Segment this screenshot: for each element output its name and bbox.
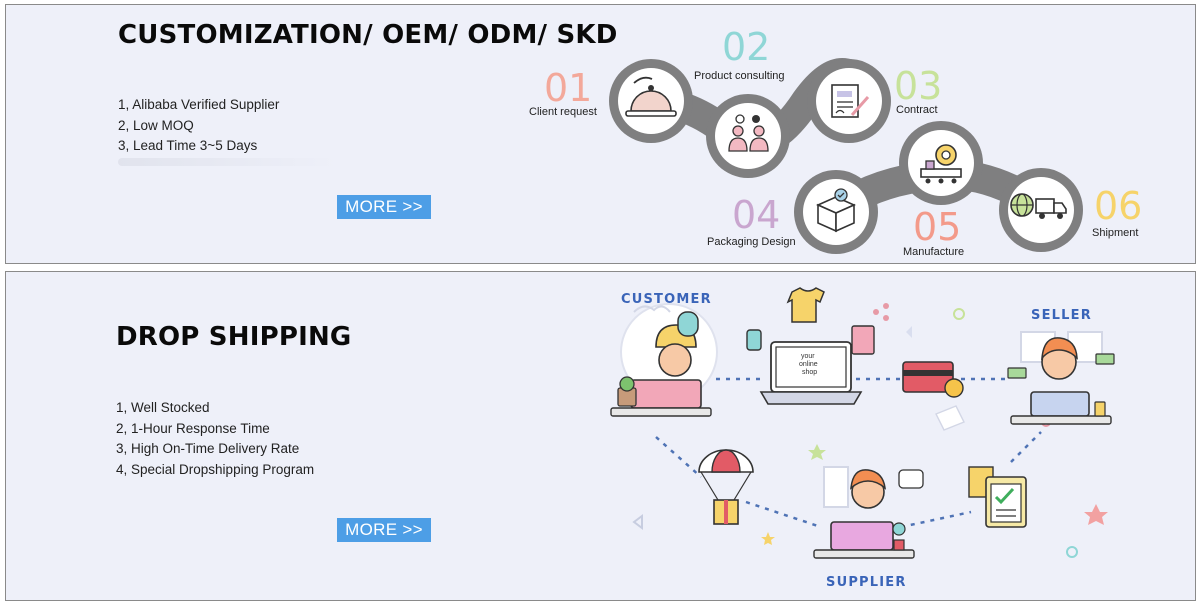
shop-text-line: your — [801, 353, 815, 360]
customer-illustration: CUSTOMER — [610, 292, 718, 417]
contract-document-icon — [831, 84, 870, 118]
feature-item: 2, 1-Hour Response Time — [116, 420, 270, 436]
feature-list: 1, Well Stocked 2, 1-Hour Response Time … — [116, 398, 314, 480]
drop-shipping-banner: DROP SHIPPING 1, Well Stocked 2, 1-Hour … — [5, 271, 1196, 601]
credit-card-icon — [902, 361, 965, 431]
tshirt-icon — [786, 287, 825, 323]
feature-item: 2, Low MOQ — [118, 117, 194, 133]
phone-icon — [746, 329, 762, 351]
banner-title: DROP SHIPPING — [116, 322, 352, 352]
banner-title: CUSTOMIZATION/ OEM/ ODM/ SKD — [118, 20, 618, 50]
process-flow-diagram: 01 Client request 02 Product consulting … — [529, 25, 1142, 258]
decorative-sparkles — [632, 308, 1108, 558]
step-number-06: 06 — [1094, 184, 1142, 228]
step-circle-05 — [899, 121, 983, 205]
more-button[interactable]: MORE >> — [337, 195, 431, 219]
step-number-04: 04 — [732, 193, 780, 237]
feature-item: 1, Alibaba Verified Supplier — [118, 97, 280, 112]
dropship-flow-diagram: CUSTOMER your online shop — [610, 287, 1115, 590]
step-label-03: Contract — [896, 104, 938, 116]
feature-item: 4, Special Dropshipping Program — [116, 461, 315, 477]
online-shop-laptop: your online shop — [746, 287, 889, 405]
more-button[interactable]: MORE >> — [337, 518, 431, 542]
speech-bubble-icon — [677, 311, 699, 337]
service-bell-icon — [625, 76, 677, 117]
step-circle-02 — [706, 94, 790, 178]
package-box-icon — [816, 188, 856, 233]
feature-item: 1, Well Stocked — [116, 400, 210, 415]
cash-icon — [1007, 367, 1027, 379]
customization-banner: CUSTOMIZATION/ OEM/ ODM/ SKD 1, Alibaba … — [5, 4, 1196, 264]
cash-icon — [1095, 353, 1115, 365]
shop-text-line: shop — [802, 369, 817, 376]
step-number-05: 05 — [913, 205, 961, 249]
delivery-truck-icon — [1010, 193, 1067, 219]
step-label-01: Client request — [529, 106, 597, 118]
step-number-02: 02 — [722, 25, 770, 69]
clipboard-checklist-icon — [968, 466, 1027, 528]
step-number-03: 03 — [894, 64, 942, 108]
seller-illustration: SELLER — [1007, 308, 1115, 425]
feature-list: 1, Alibaba Verified Supplier 2, Low MOQ … — [118, 95, 279, 157]
supplier-label: SUPPLIER — [826, 575, 907, 590]
step-circle-03 — [807, 59, 891, 143]
seller-label: SELLER — [1031, 308, 1092, 323]
flow-connectors — [655, 377, 1042, 529]
shop-text-line: online — [799, 361, 818, 368]
shopping-bag-icon — [851, 325, 875, 355]
step-label-06: Shipment — [1092, 227, 1138, 239]
step-circle-01 — [609, 59, 693, 143]
factory-gear-icon — [920, 144, 962, 184]
step-label-05: Manufacture — [903, 246, 964, 258]
feature-item: 3, Lead Time 3~5 Days — [118, 138, 258, 153]
faded-text-remnant — [118, 158, 338, 166]
step-label-02: Product consulting — [694, 70, 785, 82]
feature-item: 3, High On-Time Delivery Rate — [116, 441, 300, 456]
parachute-package-icon — [698, 449, 754, 525]
step-circle-04 — [794, 170, 878, 254]
customer-label: CUSTOMER — [621, 292, 712, 307]
supplier-illustration: SUPPLIER — [813, 466, 924, 590]
step-number-01: 01 — [544, 66, 592, 110]
consulting-people-icon — [728, 114, 769, 152]
step-label-04: Packaging Design — [707, 236, 796, 248]
step-circle-06 — [999, 168, 1083, 252]
